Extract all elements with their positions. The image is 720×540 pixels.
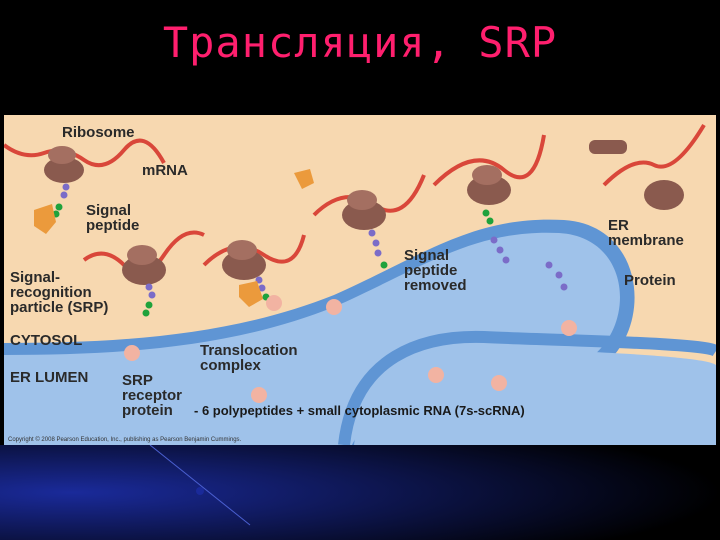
label-protein: Protein xyxy=(624,273,676,288)
copyright-text: Copyright © 2008 Pearson Education, Inc.… xyxy=(8,437,241,443)
decorative-background xyxy=(0,445,720,540)
srp-pathway-figure: Ribosome mRNA Signal peptide Signal- rec… xyxy=(4,115,716,445)
label-er-membrane: ER membrane xyxy=(608,218,684,248)
label-signal-peptide: Signal peptide xyxy=(86,203,139,233)
srp-composition-note: - 6 polypeptides + small cytoplasmic RNA… xyxy=(194,403,525,418)
label-translocation-complex: Translocation complex xyxy=(200,343,298,373)
label-cytosol: CYTOSOL xyxy=(10,333,82,348)
label-mrna: mRNA xyxy=(142,163,188,178)
er-lumen-lower xyxy=(354,347,716,445)
label-ribosome: Ribosome xyxy=(62,125,135,140)
slide-title: Трансляция, SRP xyxy=(0,18,720,67)
figure-illustration xyxy=(4,115,716,445)
label-srp-receptor: SRP receptor protein xyxy=(122,373,182,418)
label-srp: Signal- recognition particle (SRP) xyxy=(10,270,108,315)
label-er-lumen: ER LUMEN xyxy=(10,370,88,385)
label-signal-peptide-removed: Signal peptide removed xyxy=(404,248,467,293)
